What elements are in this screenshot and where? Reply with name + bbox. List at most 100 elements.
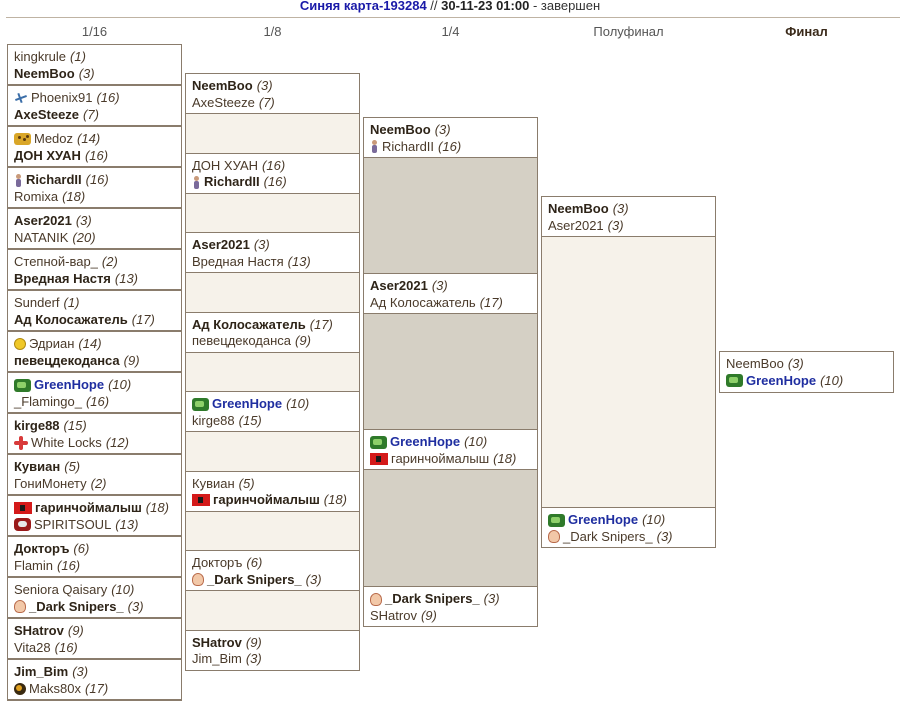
player-entry[interactable]: Степной-вар_(2) <box>14 254 181 271</box>
player-entry[interactable]: kingkrule(1) <box>14 49 181 66</box>
player-name[interactable]: Sunderf <box>14 295 60 311</box>
player-name[interactable]: White Locks <box>31 434 102 450</box>
player-entry[interactable]: Aser2021(3) <box>370 278 537 295</box>
player-name[interactable]: гаринчоймалыш <box>213 492 320 508</box>
player-name[interactable]: Aser2021 <box>370 278 428 294</box>
match-r4-4[interactable]: _Dark Snipers_(3)SHatrov(9) <box>363 586 538 627</box>
player-name[interactable]: RichardII <box>26 172 82 188</box>
player-entry[interactable]: NeemBoo(3) <box>548 201 715 218</box>
player-name[interactable]: SPIRITSOUL <box>34 516 112 532</box>
player-entry[interactable]: GreenHope(10) <box>726 373 893 390</box>
player-entry[interactable]: гаринчоймалыш(18) <box>14 500 181 517</box>
player-entry[interactable]: Вредная Настя(13) <box>192 254 359 271</box>
match-r16-13[interactable]: Докторъ(6)Flamin(16) <box>7 536 182 577</box>
player-name[interactable]: Ад Колосажатель <box>192 316 306 332</box>
match-r4-3[interactable]: GreenHope(10)гаринчоймалыш(18) <box>363 429 538 470</box>
player-entry[interactable]: kirge88(15) <box>14 418 181 435</box>
player-entry[interactable]: RichardII(16) <box>370 139 537 156</box>
player-name[interactable]: Вредная Настя <box>14 270 111 286</box>
match-r8-5[interactable]: GreenHope(10)kirge88(15) <box>185 391 360 432</box>
player-name[interactable]: Ад Колосажатель <box>370 294 476 310</box>
player-name[interactable]: kingkrule <box>14 49 67 65</box>
player-name[interactable]: _Dark Snipers_ <box>563 528 653 544</box>
player-entry[interactable]: SHatrov(9) <box>14 623 181 640</box>
player-name[interactable]: Flamin <box>14 557 54 573</box>
player-name[interactable]: Aser2021 <box>192 237 250 253</box>
match-r16-2[interactable]: Phoenix91(16)AxeSteeze(7) <box>7 85 182 126</box>
player-entry[interactable]: White Locks(12) <box>14 435 181 452</box>
player-name[interactable]: GreenHope <box>34 377 105 393</box>
player-entry[interactable]: Romixa(18) <box>14 189 181 206</box>
player-entry[interactable]: Эдриан(14) <box>14 336 181 353</box>
player-name[interactable]: Phoenix91 <box>31 90 93 106</box>
player-entry[interactable]: kirge88(15) <box>192 413 359 430</box>
player-entry[interactable]: RichardII(16) <box>14 172 181 189</box>
player-entry[interactable]: Докторъ(6) <box>192 555 359 572</box>
player-entry[interactable]: Ад Колосажатель(17) <box>192 317 359 334</box>
player-name[interactable]: NeemBoo <box>370 122 431 138</box>
player-entry[interactable]: ГониМонету(2) <box>14 476 181 493</box>
player-name[interactable]: Vita28 <box>14 639 51 655</box>
player-entry[interactable]: гаринчоймалыш(18) <box>192 492 359 509</box>
player-entry[interactable]: _Dark Snipers_(3) <box>548 529 715 546</box>
player-name[interactable]: AxeSteeze <box>14 106 80 122</box>
player-name[interactable]: AxeSteeze <box>192 94 255 110</box>
player-name[interactable]: NeemBoo <box>726 356 784 372</box>
match-r16-10[interactable]: kirge88(15)White Locks(12) <box>7 413 182 454</box>
player-name[interactable]: kirge88 <box>14 418 60 434</box>
match-r16-8[interactable]: Эдриан(14)певецдекоданса(9) <box>7 331 182 372</box>
match-r8-3[interactable]: Aser2021(3)Вредная Настя(13) <box>185 232 360 273</box>
player-name[interactable]: RichardII <box>382 138 435 154</box>
player-name[interactable]: Seniora Qaisary <box>14 582 108 598</box>
player-name[interactable]: Romixa <box>14 188 59 204</box>
player-entry[interactable]: Aser2021(3) <box>548 218 715 235</box>
player-name[interactable]: Кувиан <box>192 475 235 491</box>
player-name[interactable]: Вредная Настя <box>192 253 284 269</box>
match-r16-6[interactable]: Степной-вар_(2)Вредная Настя(13) <box>7 249 182 290</box>
map-link[interactable]: Синяя карта-193284 <box>299 0 427 13</box>
match-r16-14[interactable]: Seniora Qaisary(10)_Dark Snipers_(3) <box>7 577 182 618</box>
match-r8-2[interactable]: ДОН ХУАН(16)RichardII(16) <box>185 152 360 194</box>
player-name[interactable]: _Dark Snipers_ <box>29 598 124 614</box>
player-name[interactable]: GreenHope <box>746 372 817 388</box>
player-name[interactable]: Maks80x <box>29 680 82 696</box>
match-r8-8[interactable]: SHatrov(9)Jim_Bim(3) <box>185 629 360 671</box>
player-name[interactable]: GreenHope <box>568 512 639 528</box>
match-r16-1[interactable]: kingkrule(1)NeemBoo(3) <box>7 44 182 85</box>
player-entry[interactable]: NeemBoo(3) <box>370 122 537 139</box>
player-name[interactable]: певецдекоданса <box>192 333 292 349</box>
player-entry[interactable]: Кувиан(5) <box>14 459 181 476</box>
match-sf-1[interactable]: NeemBoo(3)Aser2021(3) <box>541 196 716 237</box>
match-r16-15[interactable]: SHatrov(9)Vita28(16) <box>7 618 182 659</box>
match-r8-4[interactable]: Ад Колосажатель(17)певецдекоданса(9) <box>185 311 360 353</box>
match-r16-11[interactable]: Кувиан(5)ГониМонету(2) <box>7 454 182 495</box>
player-entry[interactable]: NeemBoo(3) <box>726 356 893 373</box>
player-entry[interactable]: NATANIK(20) <box>14 230 181 247</box>
player-name[interactable]: Докторъ <box>192 555 243 571</box>
match-r16-4[interactable]: RichardII(16)Romixa(18) <box>7 167 182 208</box>
player-entry[interactable]: Вредная Настя(13) <box>14 271 181 288</box>
player-entry[interactable]: Докторъ(6) <box>14 541 181 558</box>
player-name[interactable]: гаринчоймалыш <box>35 500 142 516</box>
player-entry[interactable]: NeemBoo(3) <box>14 66 181 83</box>
player-name[interactable]: Степной-вар_ <box>14 254 98 270</box>
player-name[interactable]: Jim_Bim <box>14 664 69 680</box>
player-name[interactable]: SHatrov <box>370 607 417 623</box>
player-entry[interactable]: Maks80x(17) <box>14 681 181 698</box>
player-name[interactable]: Jim_Bim <box>192 651 242 667</box>
player-entry[interactable]: Sunderf(1) <box>14 295 181 312</box>
player-name[interactable]: NeemBoo <box>192 78 253 94</box>
player-entry[interactable]: Aser2021(3) <box>192 237 359 254</box>
match-r8-7[interactable]: Докторъ(6)_Dark Snipers_(3) <box>185 550 360 591</box>
player-name[interactable]: _Dark Snipers_ <box>385 591 480 607</box>
player-name[interactable]: Aser2021 <box>548 217 604 233</box>
match-r16-9[interactable]: GreenHope(10)_Flamingo_(16) <box>7 372 182 413</box>
match-r16-16[interactable]: Jim_Bim(3)Maks80x(17) <box>7 659 182 700</box>
player-name[interactable]: NATANIK <box>14 229 69 245</box>
player-name[interactable]: SHatrov <box>192 634 242 650</box>
player-entry[interactable]: _Dark Snipers_(3) <box>370 591 537 608</box>
player-name[interactable]: ДОН ХУАН <box>14 147 81 163</box>
player-name[interactable]: Ад Колосажатель <box>14 311 128 327</box>
player-entry[interactable]: Vita28(16) <box>14 640 181 657</box>
player-entry[interactable]: Phoenix91(16) <box>14 90 181 107</box>
